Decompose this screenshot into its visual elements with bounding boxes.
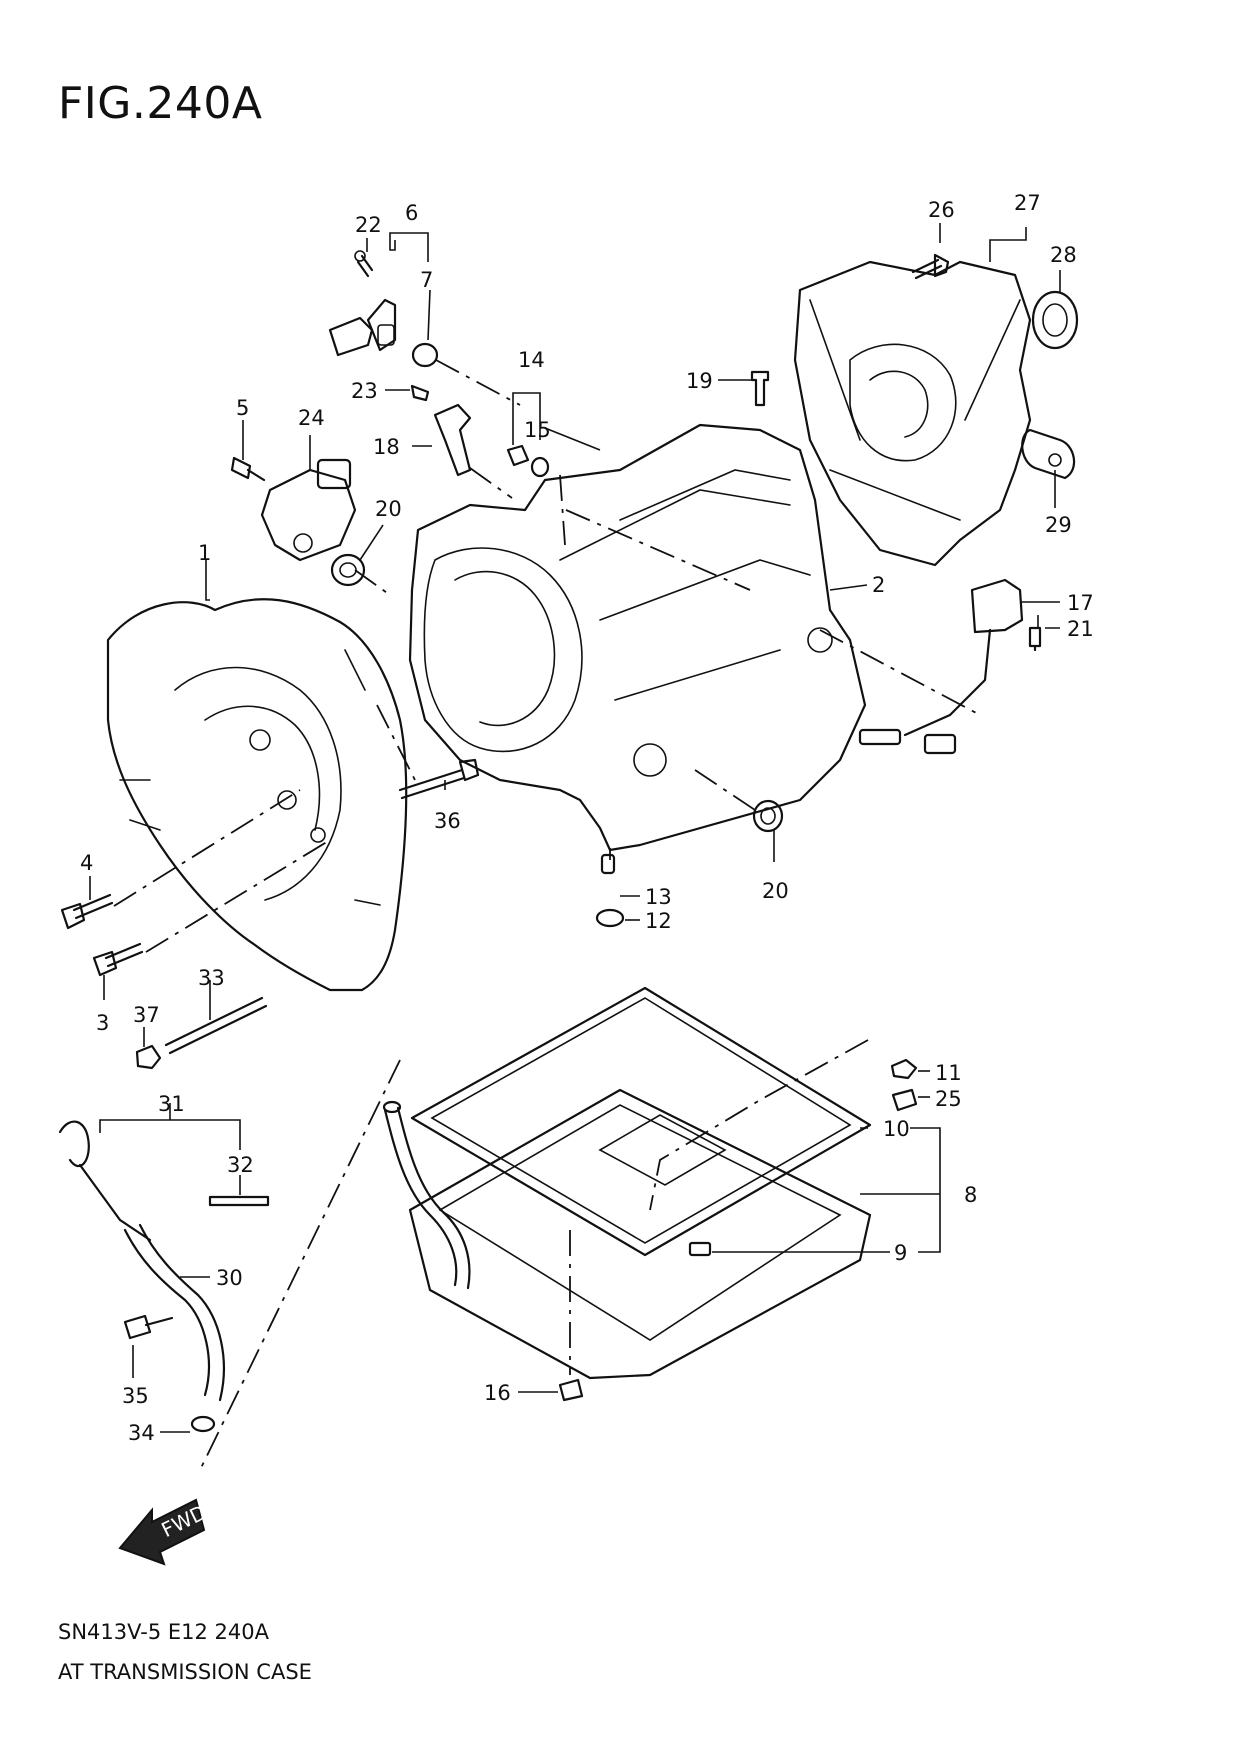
stud-33[interactable] bbox=[164, 996, 268, 1055]
sensor-18[interactable] bbox=[433, 403, 472, 477]
plug-19[interactable] bbox=[750, 370, 770, 407]
callout-10: 10 bbox=[883, 1117, 910, 1141]
nut-11[interactable] bbox=[890, 1058, 918, 1080]
washer-12[interactable] bbox=[595, 908, 625, 928]
callout-5: 5 bbox=[236, 396, 249, 420]
transmission-case[interactable] bbox=[408, 423, 867, 852]
plate-29[interactable] bbox=[1021, 428, 1076, 480]
o-ring-32[interactable] bbox=[208, 1195, 270, 1207]
callout-23: 23 bbox=[351, 379, 378, 403]
callout-16: 16 bbox=[484, 1381, 511, 1405]
callout-34: 34 bbox=[128, 1421, 155, 1445]
callout-2: 2 bbox=[872, 573, 885, 597]
callout-numbers: 1 2 3 4 5 6 7 8 9 10 11 12 13 14 15 16 1… bbox=[80, 191, 1094, 1445]
callout-1: 1 bbox=[198, 541, 211, 565]
callout-19: 19 bbox=[686, 369, 713, 393]
callout-20-lower: 20 bbox=[762, 879, 789, 903]
gasket-10[interactable] bbox=[410, 986, 872, 1257]
callout-33: 33 bbox=[198, 966, 225, 990]
bolt-4[interactable] bbox=[60, 893, 114, 930]
sensor-6[interactable] bbox=[328, 298, 397, 357]
callout-17: 17 bbox=[1067, 591, 1094, 615]
dipstick-tube-30[interactable] bbox=[123, 1223, 225, 1402]
callout-35: 35 bbox=[122, 1384, 149, 1408]
leader-lines bbox=[89, 223, 1061, 1433]
callout-20-upper: 20 bbox=[375, 497, 402, 521]
tube-with-bracket[interactable] bbox=[382, 1100, 471, 1290]
callout-12: 12 bbox=[645, 909, 672, 933]
oil-seal-28[interactable] bbox=[1031, 290, 1079, 350]
callout-11: 11 bbox=[935, 1061, 962, 1085]
dipstick-31[interactable] bbox=[58, 1120, 152, 1242]
pin-13[interactable] bbox=[600, 853, 616, 875]
converter-housing[interactable] bbox=[106, 598, 408, 992]
callout-3: 3 bbox=[96, 1011, 109, 1035]
oil-seal-20-upper[interactable] bbox=[330, 553, 366, 587]
callout-8: 8 bbox=[964, 1183, 977, 1207]
plug-16[interactable] bbox=[558, 1378, 584, 1402]
callout-36: 36 bbox=[434, 809, 461, 833]
o-ring-15[interactable] bbox=[530, 456, 550, 478]
plug-25[interactable] bbox=[891, 1088, 918, 1112]
o-ring-34[interactable] bbox=[190, 1415, 216, 1433]
figure-title: FIG.240A bbox=[58, 78, 263, 129]
bolt-36[interactable] bbox=[398, 758, 480, 800]
callout-14: 14 bbox=[518, 348, 545, 372]
bolt-26[interactable] bbox=[911, 253, 950, 280]
switch-24[interactable] bbox=[260, 458, 357, 562]
oil-seal-20-lower[interactable] bbox=[752, 799, 784, 833]
callout-30: 30 bbox=[216, 1266, 243, 1290]
callout-25: 25 bbox=[935, 1087, 962, 1111]
callout-27: 27 bbox=[1014, 191, 1041, 215]
connector-17[interactable] bbox=[858, 578, 1024, 755]
bolt-22[interactable] bbox=[354, 250, 374, 278]
bolt-5[interactable] bbox=[230, 456, 266, 482]
callout-24: 24 bbox=[298, 406, 325, 430]
oil-pan-8[interactable] bbox=[408, 1088, 872, 1380]
bolt-23[interactable] bbox=[410, 384, 430, 402]
callout-21: 21 bbox=[1067, 617, 1094, 641]
callout-37: 37 bbox=[133, 1003, 160, 1027]
bolt-3[interactable] bbox=[92, 942, 144, 977]
callout-4: 4 bbox=[80, 851, 93, 875]
callout-22: 22 bbox=[355, 213, 382, 237]
nut-37[interactable] bbox=[135, 1044, 162, 1070]
callout-26: 26 bbox=[928, 198, 955, 222]
callout-13: 13 bbox=[645, 885, 672, 909]
callout-6: 6 bbox=[405, 201, 418, 225]
callout-15: 15 bbox=[524, 418, 551, 442]
assembly-lines bbox=[113, 359, 981, 1471]
filter-9[interactable] bbox=[688, 1241, 712, 1257]
plug-14[interactable] bbox=[506, 444, 530, 467]
bolt-21[interactable] bbox=[1028, 626, 1042, 652]
figure-name: AT TRANSMISSION CASE bbox=[58, 1660, 312, 1684]
callout-7: 7 bbox=[420, 268, 433, 292]
extension-housing[interactable] bbox=[793, 260, 1032, 567]
figure-code: SN413V-5 E12 240A bbox=[58, 1620, 269, 1644]
callout-32: 32 bbox=[227, 1153, 254, 1177]
callout-31: 31 bbox=[158, 1092, 185, 1116]
callout-18: 18 bbox=[373, 435, 400, 459]
callout-28: 28 bbox=[1050, 243, 1077, 267]
o-ring-7[interactable] bbox=[411, 342, 439, 368]
callout-29: 29 bbox=[1045, 513, 1072, 537]
forward-direction-arrow: FWD bbox=[118, 1498, 210, 1566]
bolt-35[interactable] bbox=[123, 1314, 174, 1340]
callout-9: 9 bbox=[894, 1241, 907, 1265]
